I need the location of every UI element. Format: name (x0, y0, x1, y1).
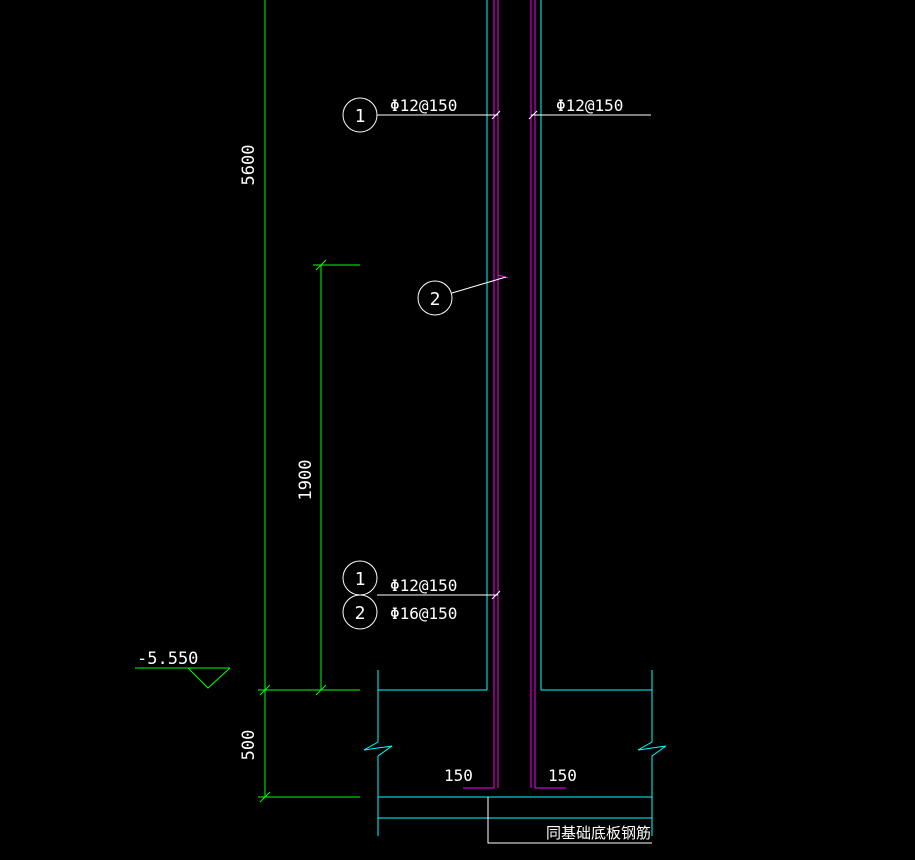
wall-outline (363, 0, 667, 836)
callout-number-1-top: 1 (355, 106, 366, 127)
break-line-right (637, 670, 667, 836)
level-mark (135, 667, 231, 689)
callout-circle-2-mid (417, 280, 453, 316)
dimension-group (258, 0, 360, 803)
level-mark-text: -5.550 (137, 649, 198, 669)
rebar-left-inner (497, 0, 509, 279)
rebar-group (463, 0, 566, 789)
break-line-left (363, 670, 393, 836)
anchor-right-text: 150 (548, 766, 577, 785)
dim-500-text: 500 (239, 730, 259, 761)
rebar-label-1-top-right: Φ12@150 (556, 96, 623, 115)
callout-number-1-bottom: 1 (355, 569, 366, 590)
rebar-label-2-bottom: Φ16@150 (390, 604, 457, 623)
callout-number-2-bottom: 2 (355, 603, 366, 624)
foundation-note-text: 同基础底板钢筋 (546, 824, 651, 842)
leader-1-top-tick (491, 110, 501, 120)
leader-1-bottom-tick (491, 590, 501, 600)
callout-circle-2-bottom (342, 594, 378, 630)
dim-5600-text: 5600 (239, 145, 259, 186)
anchor-left-text: 150 (444, 766, 473, 785)
leader-1-top-right-tick (528, 110, 538, 120)
level-mark-triangle (187, 667, 231, 689)
rebar-label-1-bottom: Φ12@150 (390, 576, 457, 595)
dim-1900-tick-top (315, 259, 327, 271)
callout-number-2-mid: 2 (430, 289, 441, 310)
leader-2-mid (451, 276, 507, 294)
callout-circles (342, 97, 453, 630)
rebar-label-1-top-left: Φ12@150 (390, 96, 457, 115)
leader-group (377, 110, 652, 844)
callout-circle-1-top (342, 97, 378, 133)
dim-500-tick-bottom (259, 791, 271, 803)
foundation-note-box (487, 797, 652, 844)
dim-1900-text: 1900 (296, 460, 316, 501)
